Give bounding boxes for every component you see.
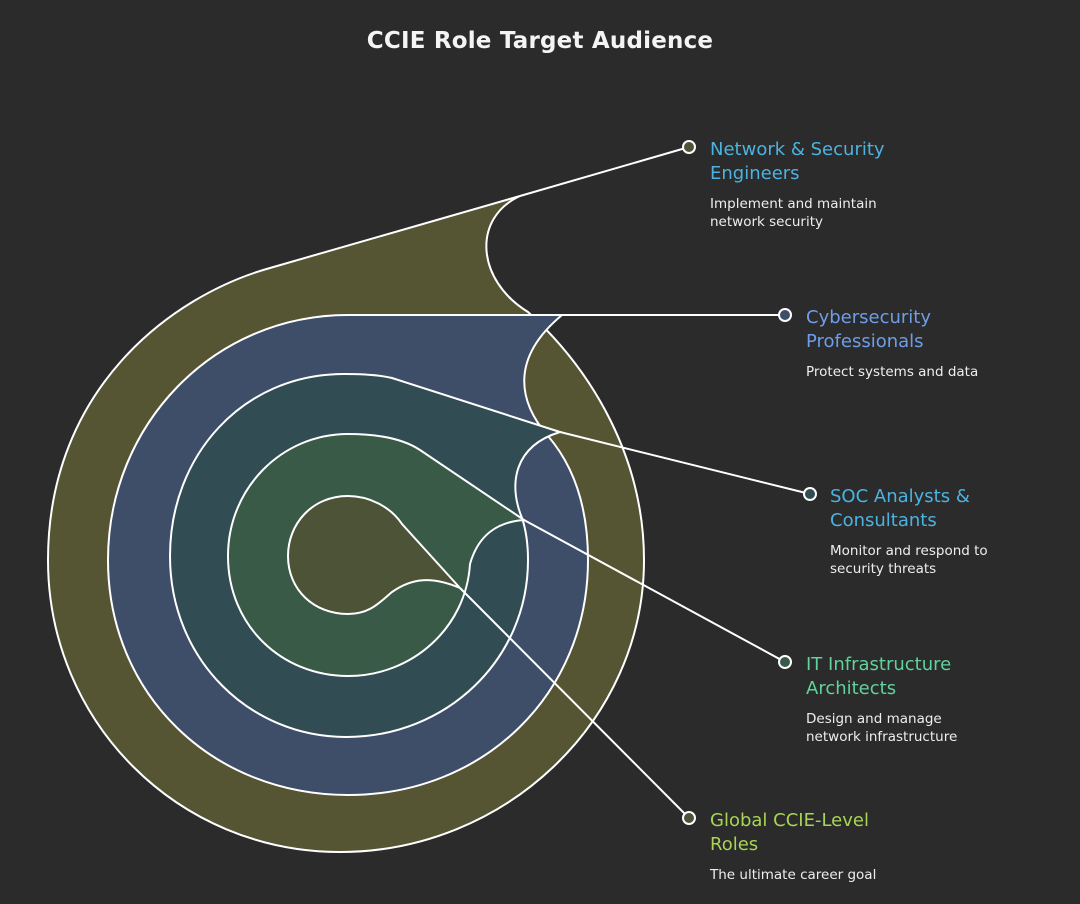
label-description-line: Protect systems and data xyxy=(806,364,979,380)
label-title-line: Cybersecurity xyxy=(806,307,931,328)
connector-line-global-ccie-level-roles xyxy=(459,587,690,819)
label-description-line: Implement and maintain xyxy=(710,196,877,212)
label-soc-analysts-consultants: SOC Analysts & Consultants Monitor and r… xyxy=(830,485,1070,578)
label-title-line: Engineers xyxy=(710,163,800,184)
label-description: The ultimate career goal xyxy=(710,866,950,884)
label-description: Design and manage network infrastructure xyxy=(806,710,1046,746)
connector-line-soc-analysts-consultants xyxy=(559,431,811,495)
label-title-line: Consultants xyxy=(830,510,937,531)
label-title-line: IT Infrastructure xyxy=(806,654,952,675)
label-it-infrastructure-architects: IT Infrastructure Architects Design and … xyxy=(806,653,1046,746)
label-title-line: Professionals xyxy=(806,331,924,352)
connector-dot-global-ccie-level-roles xyxy=(682,811,696,825)
label-title-line: Roles xyxy=(710,834,759,855)
label-title-line: SOC Analysts & xyxy=(830,486,970,507)
connector-line-network-security-engineers xyxy=(519,146,690,197)
label-global-ccie-level-roles: Global CCIE-Level Roles The ultimate car… xyxy=(710,809,950,884)
label-title-line: Architects xyxy=(806,678,897,699)
connector-dot-soc-analysts-consultants xyxy=(803,487,817,501)
label-description: Protect systems and data xyxy=(806,363,1046,381)
connector-dot-it-infrastructure-architects xyxy=(778,655,792,669)
label-cybersecurity-professionals: Cybersecurity Professionals Protect syst… xyxy=(806,306,1046,381)
label-description-line: The ultimate career goal xyxy=(710,867,877,883)
core-global-ccie-level-roles xyxy=(286,494,461,616)
connector-dot-network-security-engineers xyxy=(682,140,696,154)
connector-line-it-infrastructure-architects xyxy=(523,519,786,663)
label-network-security-engineers: Network & Security Engineers Implement a… xyxy=(710,138,950,231)
label-title-line: Network & Security xyxy=(710,139,885,160)
label-description: Monitor and respond to security threats xyxy=(830,542,1070,578)
label-description-line: Design and manage xyxy=(806,711,942,727)
label-description-line: Monitor and respond to xyxy=(830,543,988,559)
label-description-line: network security xyxy=(710,214,824,230)
label-description-line: security threats xyxy=(830,561,937,577)
diagram-title: CCIE Role Target Audience xyxy=(366,28,714,54)
label-description: Implement and maintain network security xyxy=(710,195,950,231)
label-title-line: Global CCIE-Level xyxy=(710,810,869,831)
connector-dot-cybersecurity-professionals xyxy=(778,308,792,322)
label-description-line: network infrastructure xyxy=(806,729,958,745)
